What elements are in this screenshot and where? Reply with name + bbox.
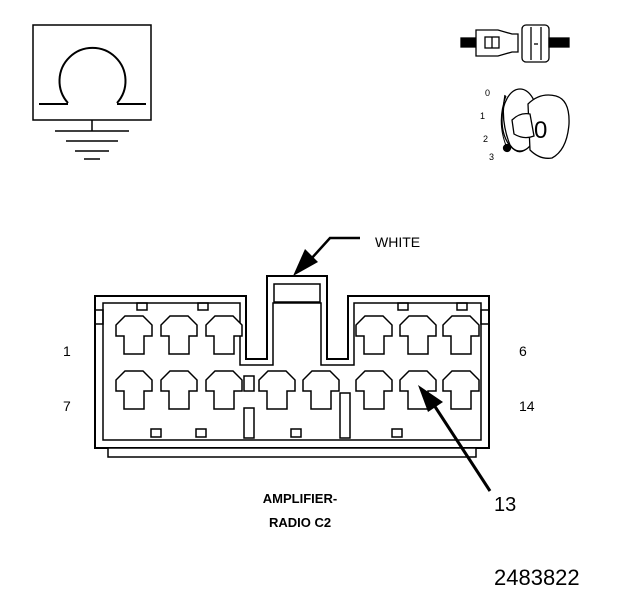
- ignition-key-icon: [500, 88, 570, 159]
- color-pointer-arrow: [293, 236, 360, 276]
- pin-label-6: 6: [519, 343, 527, 359]
- key-position-3: 0: [485, 88, 490, 98]
- terminal-cavity-4: [355, 315, 393, 355]
- key-position-0: 3: [489, 152, 494, 162]
- terminal-cavity-7: [115, 370, 153, 410]
- terminal-cavity-8: [160, 370, 198, 410]
- terminal-cavity-3: [205, 315, 243, 355]
- key-position-1: 2: [483, 134, 488, 144]
- pin-label-14: 14: [519, 398, 535, 414]
- terminal-cavity-14: [442, 370, 480, 410]
- terminal-cavities: [115, 315, 480, 410]
- terminal-cavity-10: [258, 370, 296, 410]
- pin-label-7: 7: [63, 398, 71, 414]
- key-position-2: 1: [480, 111, 485, 121]
- terminal-cavity-2: [160, 315, 198, 355]
- key-label: 0: [534, 117, 547, 144]
- figure-number: 2483822: [494, 565, 580, 590]
- connector-plug-icon: [460, 24, 570, 63]
- connector-name-line1: AMPLIFIER-: [263, 491, 337, 506]
- connector-color-label: WHITE: [375, 234, 420, 250]
- terminal-cavity-12: [355, 370, 393, 410]
- terminal-cavity-9: [205, 370, 243, 410]
- terminal-cavity-11: [302, 370, 340, 410]
- callout-13: 13: [494, 494, 516, 516]
- ground-icon: [55, 120, 129, 160]
- terminal-cavity-5: [399, 315, 437, 355]
- connector-housing: [94, 275, 490, 458]
- terminal-cavity-1: [115, 315, 153, 355]
- terminal-cavity-6: [442, 315, 480, 355]
- connector-name-line2: RADIO C2: [269, 515, 331, 530]
- ohmmeter-icon: [32, 24, 152, 121]
- callout-leader: [418, 385, 492, 492]
- pin-label-1: 1: [63, 343, 71, 359]
